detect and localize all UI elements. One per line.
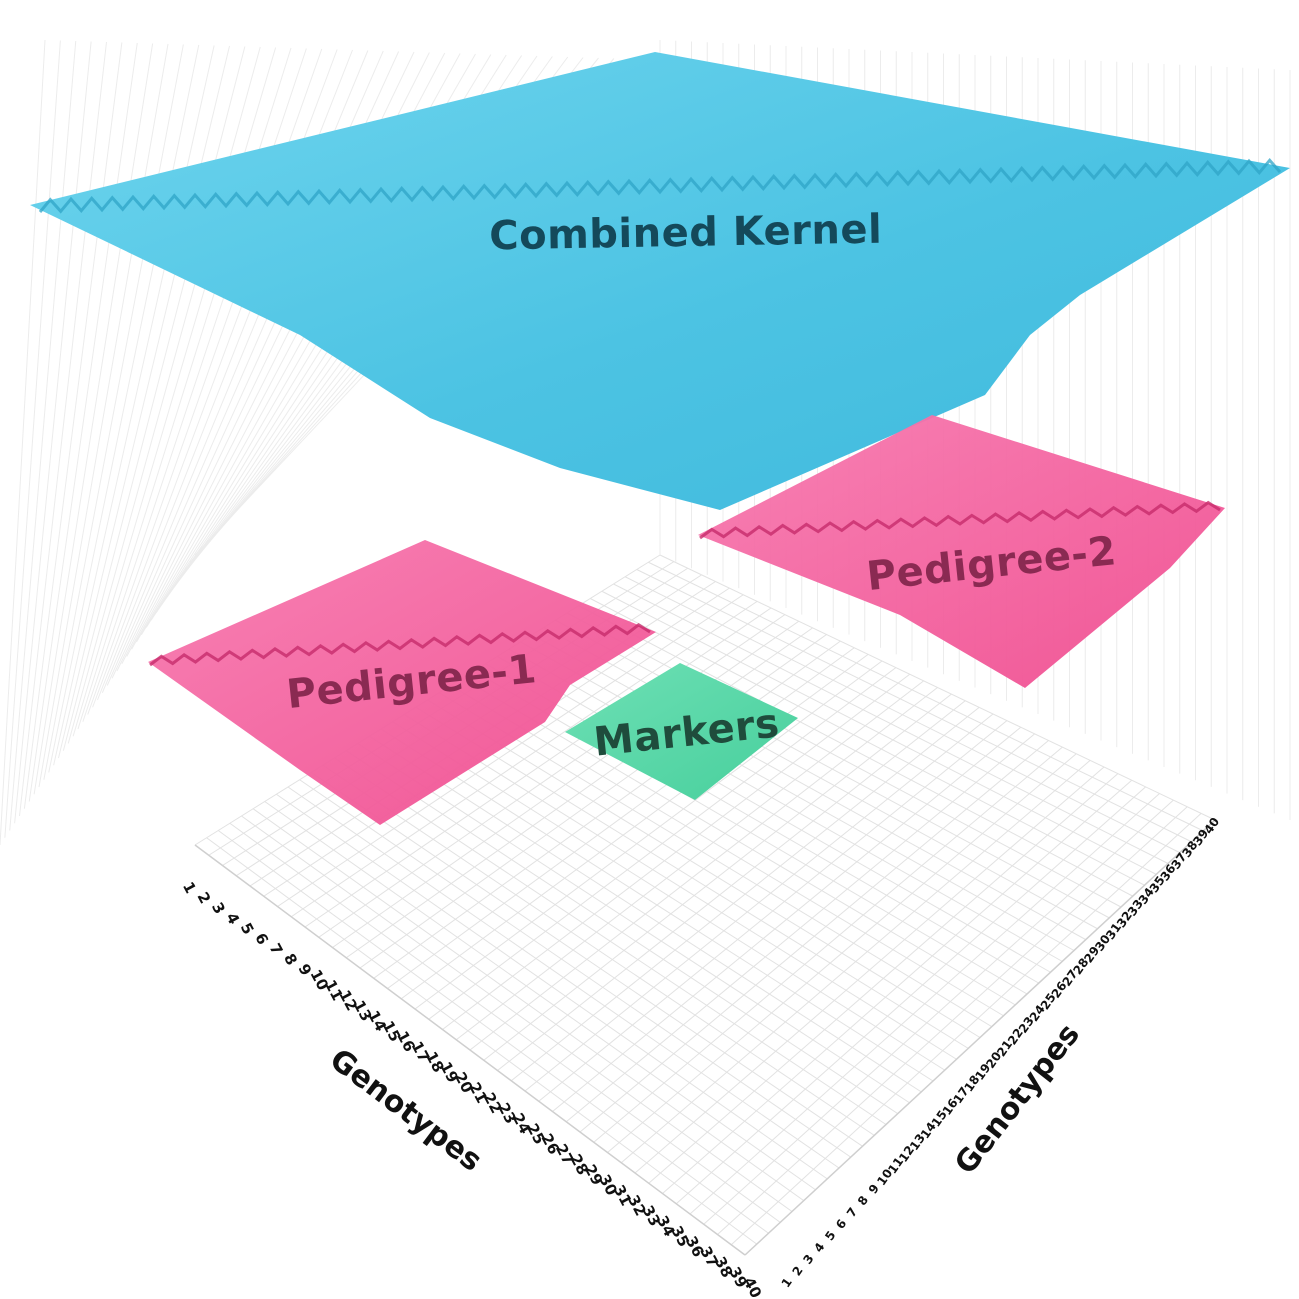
axis-tick-label: 7 (266, 940, 287, 958)
floor-grid-line (450, 685, 1004, 1017)
axis-tick-label: 6 (833, 1217, 849, 1232)
axis-tick-label: 4 (811, 1240, 827, 1255)
pedigree-1-surface (148, 540, 656, 825)
floor-grid-line (613, 583, 1169, 864)
floor-grid-line (662, 779, 1133, 1194)
floor-grid-line (520, 641, 1075, 951)
axis-tick-label: 7 (844, 1205, 860, 1220)
floor-grid-line (648, 773, 1119, 1184)
floor-grid-line (566, 612, 1122, 908)
axis-tick-label: 1 (179, 879, 200, 897)
pedigree-1-sheet (148, 540, 656, 825)
floor-grid-line (593, 746, 1063, 1143)
combined-kernel-label: Combined Kernel (489, 207, 883, 260)
floor-grid-line (648, 561, 1204, 832)
floor-grid-line (624, 576, 1180, 854)
floor-grid-line (538, 720, 1008, 1102)
floor-grid-line (462, 677, 1016, 1006)
floor-grid-line (483, 693, 952, 1061)
wall-grid-line (38, 43, 169, 788)
markers-surface (565, 663, 798, 800)
combined-kernel-ridge (38, 157, 1282, 214)
floor-grid-line (497, 700, 966, 1071)
right-axis-ticks: 1234567891011121314151617181920212223242… (779, 815, 1223, 1290)
pedigree-1-ridge (149, 622, 651, 667)
axis-tick-label: 2 (789, 1264, 805, 1279)
floor-grid-line (531, 634, 1086, 941)
floor-grid-line (659, 554, 1216, 821)
wall-grid-line (0, 39, 46, 846)
floor-grid-line (552, 726, 1022, 1112)
floor-grid-line (703, 799, 1174, 1225)
floor-grid-line (579, 740, 1049, 1133)
floor-grid-line (508, 648, 1063, 962)
axis-tick-label: 8 (280, 951, 301, 969)
combined-kernel-sheet (30, 52, 1290, 510)
floor-grid-line (485, 663, 1040, 984)
wall-grid-line (33, 43, 154, 795)
floor-grid-line (497, 656, 1051, 973)
floor-grid-line (473, 670, 1028, 995)
floor-grid-line (634, 766, 1105, 1174)
left-axis-ticks: 1234567891011121314151617181920212223242… (179, 879, 765, 1299)
pedigree-2-sheet (698, 415, 1225, 688)
floor-edge-left (194, 844, 746, 1256)
axis-tick-label: 1 (779, 1275, 795, 1290)
axis-tick-label: 4 (222, 910, 243, 928)
combined-kernel-surface (30, 52, 1290, 510)
wall-grid-line (14, 41, 92, 824)
markers-sheet (565, 663, 798, 800)
floor-grid-line (636, 569, 1192, 843)
axis-tick-label: 2 (193, 889, 214, 907)
wall-grid-line (43, 44, 184, 780)
floor-grid-line (543, 627, 1098, 930)
wall-grid-line (4, 40, 61, 838)
floor-edge-right (744, 819, 1216, 1256)
axis-tick-label: 5 (237, 920, 258, 938)
wall-grid-line (23, 42, 123, 809)
wall-grid-line (48, 44, 200, 773)
pedigree-2-ridge (699, 500, 1221, 540)
axis-tick-label: 5 (822, 1228, 838, 1243)
floor-grid-line (689, 793, 1160, 1215)
floor-grid-line (510, 706, 980, 1082)
floor-grid-line (601, 590, 1157, 875)
axis-tick-label: 3 (800, 1252, 816, 1267)
floor-grid-line (730, 813, 1202, 1246)
axis-tick-label: 6 (251, 930, 272, 948)
floor-grid-line (565, 733, 1035, 1123)
floor-grid-line (717, 806, 1188, 1235)
wall-grid-line (19, 41, 107, 817)
floor-grid-line (438, 692, 993, 1028)
axis-tick-label: 3 (208, 899, 229, 917)
floor-grid-line (607, 753, 1077, 1153)
floor-grid-line (555, 619, 1110, 919)
floor-grid-line (620, 759, 1091, 1164)
floor-grid-line (578, 605, 1133, 897)
axis-tick-label: 8 (855, 1193, 871, 1208)
wall-grid-line (9, 40, 77, 831)
floor-grid-line (524, 713, 994, 1092)
floor-grid-line (469, 687, 938, 1051)
wall-grid-line (53, 45, 215, 766)
floor-grid-line (590, 598, 1145, 886)
floor-grid-line (675, 786, 1146, 1205)
left-axis-title: Genotypes (323, 1042, 488, 1179)
wall-grid-line (28, 42, 138, 802)
pedigree-2-surface (698, 415, 1225, 688)
